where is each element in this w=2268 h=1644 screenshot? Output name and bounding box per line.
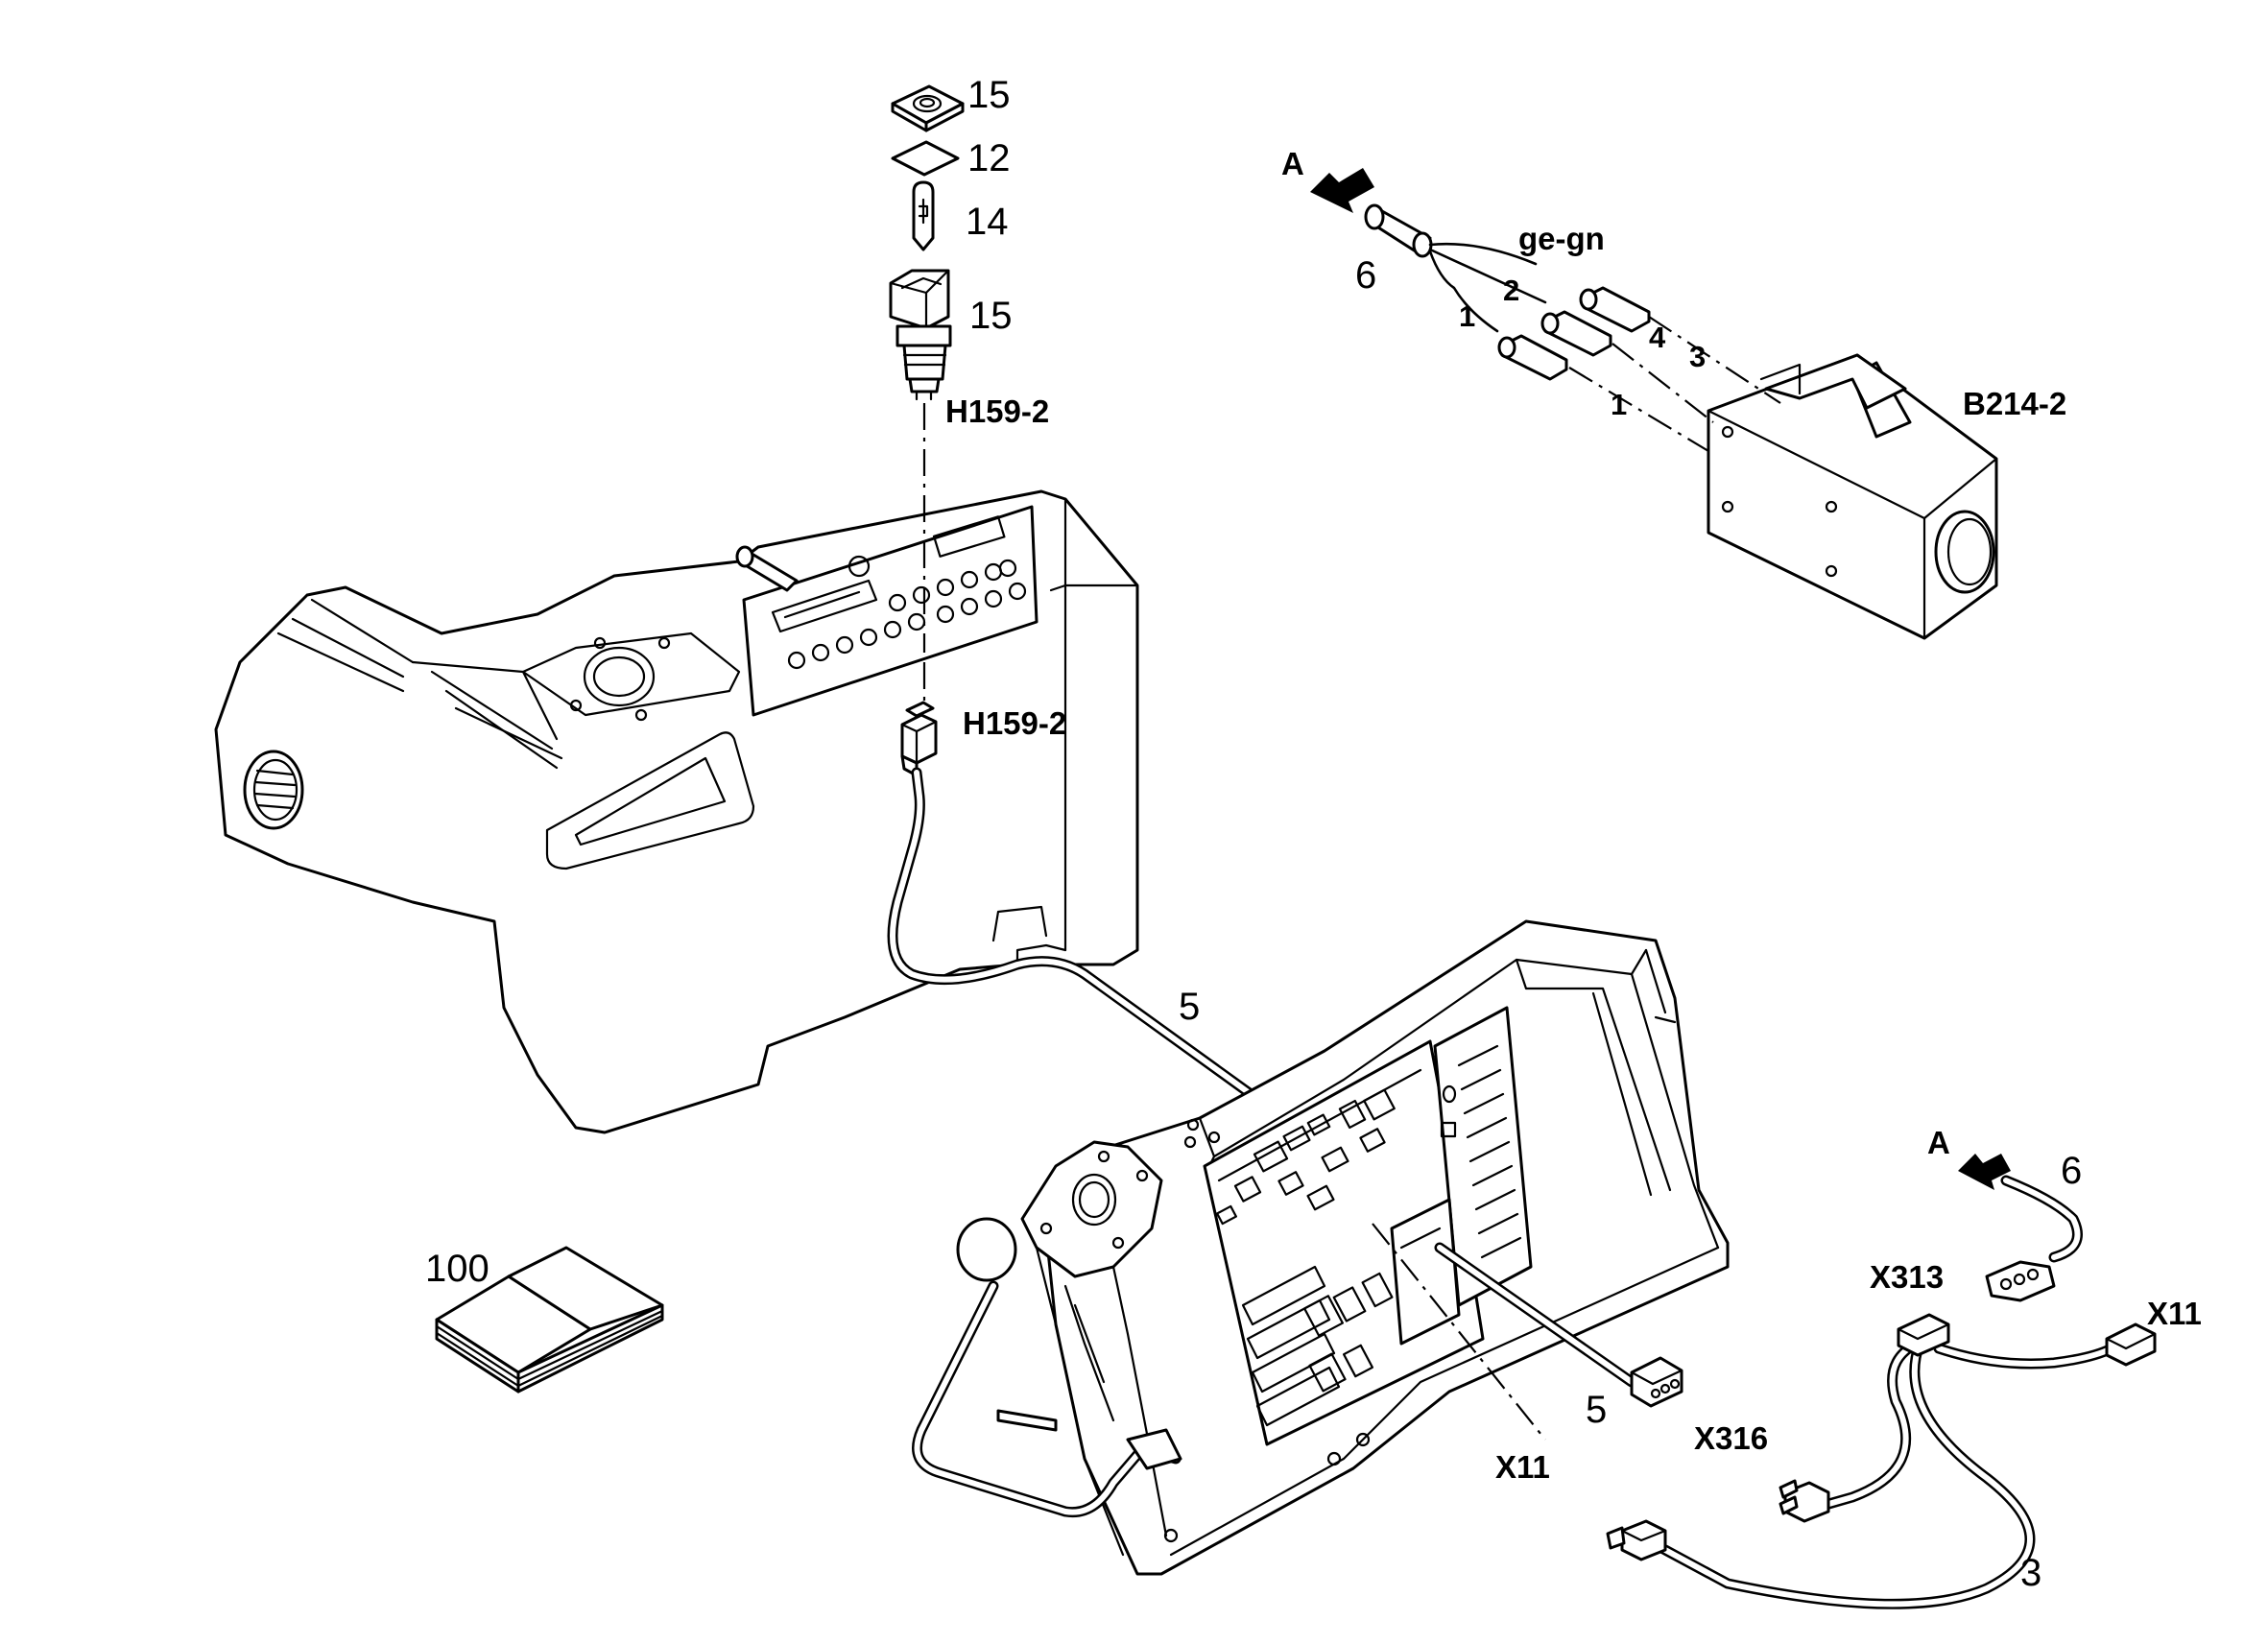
label-arrow-a-top: A	[1281, 146, 1304, 181]
switch-stack	[889, 84, 965, 710]
label-sensor-b214: B214-2	[1963, 386, 2066, 421]
operator-manual	[435, 1246, 664, 1394]
connector-x313	[1985, 1260, 2056, 1302]
label-pin-2: 2	[1503, 274, 1519, 307]
vent-grille	[243, 750, 304, 830]
label-pin-4: 4	[1649, 321, 1666, 354]
cable-6-top	[1364, 203, 1781, 452]
label-arrow-a-bottom: A	[1927, 1125, 1950, 1160]
sensor-b214	[1707, 353, 1998, 640]
console-housing	[214, 489, 1139, 1134]
panel-buttons	[787, 555, 1027, 670]
lever-handle	[912, 1217, 1182, 1518]
label-harness-5-bottom: 5	[1586, 1389, 1607, 1431]
label-harness-5-top: 5	[1179, 986, 1200, 1028]
label-h159-top: H159-2	[945, 393, 1049, 429]
label-x313: X313	[1870, 1259, 1944, 1295]
label-bulb-14: 14	[966, 201, 1009, 243]
connector-x11-bottom	[1606, 1519, 1667, 1561]
label-pin-1-right: 1	[1611, 388, 1627, 421]
label-cable-6-bottom: 6	[2061, 1150, 2082, 1192]
terminal-strip-teeth	[1457, 1044, 1522, 1259]
board-components	[1216, 1088, 1396, 1427]
connector-x11-right	[2105, 1322, 2157, 1367]
lens-part	[891, 140, 960, 177]
label-x11-right: X11	[2147, 1296, 2202, 1331]
harness-5	[887, 767, 1263, 1105]
control-box	[912, 919, 1730, 1576]
connector-5	[1630, 1356, 1683, 1408]
connector-x316	[1779, 1479, 1830, 1523]
label-h159-mid: H159-2	[963, 705, 1066, 741]
label-lens-12: 12	[967, 137, 1011, 179]
label-harness-3: 3	[2020, 1552, 2041, 1594]
label-x316: X316	[1694, 1420, 1768, 1456]
arrow-a-top	[1310, 168, 1374, 213]
label-wire-color: ge-gn	[1518, 221, 1605, 256]
cap-part	[891, 84, 965, 132]
label-x11-bottom: X11	[1495, 1449, 1550, 1485]
label-cap-15: 15	[967, 74, 1011, 116]
arrow-a-bottom	[1958, 1154, 2011, 1190]
label-cable-6-top: 6	[1355, 254, 1376, 297]
label-pin-3: 3	[1689, 340, 1706, 373]
label-pin-1-left: 1	[1459, 299, 1475, 333]
bulb-part	[912, 180, 935, 251]
label-manual-100: 100	[425, 1248, 489, 1290]
label-switch-15: 15	[969, 295, 1013, 337]
harness-3	[1606, 1175, 2157, 1609]
switch-body-part	[889, 269, 952, 401]
pin-terminals	[1497, 286, 1651, 381]
